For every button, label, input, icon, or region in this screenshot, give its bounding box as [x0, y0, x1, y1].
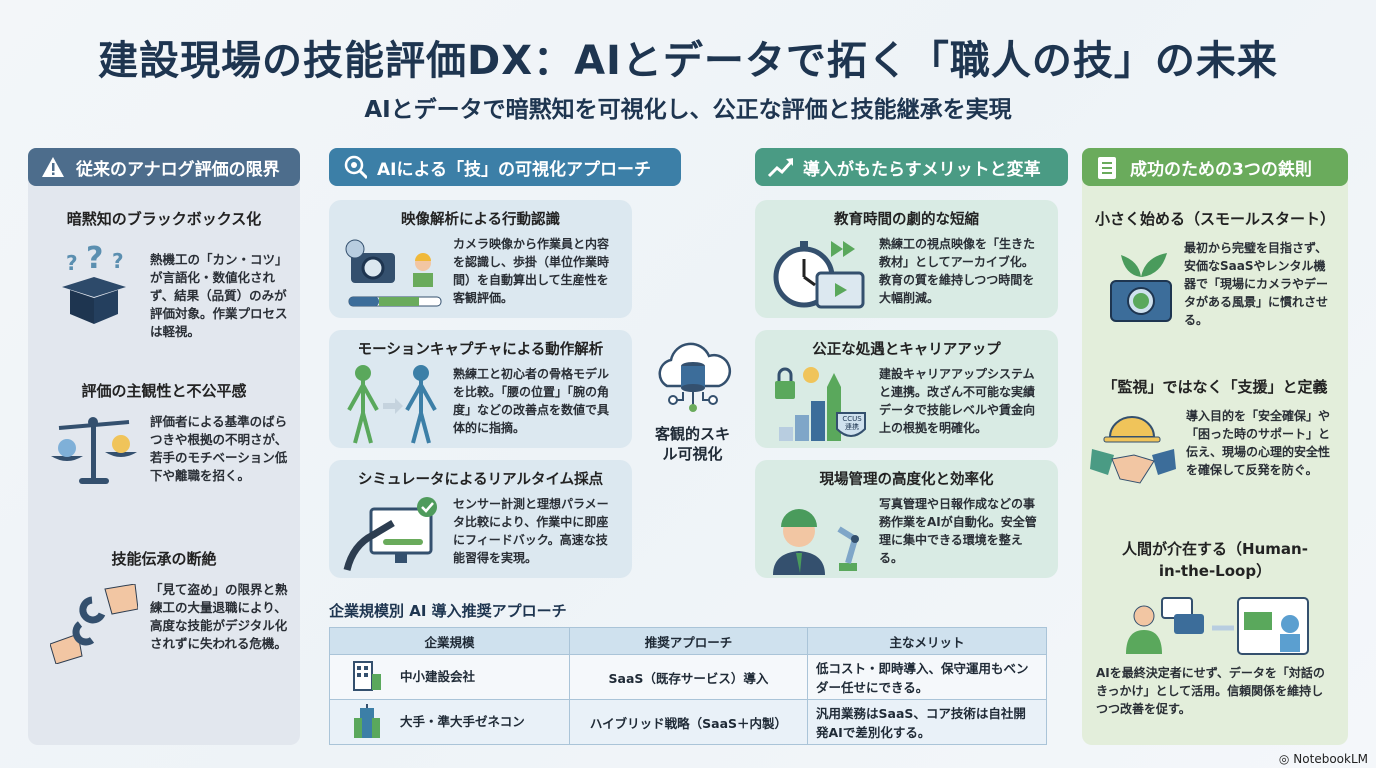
human-ai-dialog-icon [1082, 592, 1348, 664]
card-text: センサー計測と理想パラメータ比較により、作業中に即座にフィードバック。高速な技能… [453, 497, 609, 565]
col4-item: 人間が介在する（Human-in-the-Loop） AIを最終決定者にせず、デ… [1082, 538, 1348, 718]
magnifier-gear-icon [341, 154, 367, 180]
footer-brand: ◎ NotebookLM [1279, 752, 1368, 766]
col3-card: 公正な処遇とキャリアアップ CCUS 連携 建設キャリアアップシステムと連携。改… [755, 330, 1058, 448]
table-header: 企業規模 [329, 627, 570, 655]
table-row: 中小建設会社 SaaS（既存サービス）導入低コスト・即時導入、保守運用もベンダー任… [329, 654, 1047, 700]
item-text: 「見て盗め」の限界と熟練工の大量退職により、高度な技能がデジタル化されずに失われ… [150, 582, 288, 651]
notebooklm-logo-icon: ◎ [1278, 752, 1290, 766]
col3-card: 教育時間の劇的な短縮 熟練工の視点映像を「生きた教材」としてアーカイブ化。教育の… [755, 200, 1058, 318]
col3-card: 現場管理の高度化と効率化 写真管理や日報作成などの事務作業をAIが自動化。安全管… [755, 460, 1058, 578]
col1-header-label: 従来のアナログ評価の限界 [76, 159, 280, 180]
center-label: 客観的スキル可視化 [654, 425, 730, 463]
table-title: 企業規模別 AI 導入推奨アプローチ [329, 602, 567, 620]
table-row: 大手・準大手ゼネコン ハイブリッド戦略（SaaS＋内製）汎用業務はSaaS、コア技… [329, 699, 1047, 745]
card-text: 熟練工の視点映像を「生きた教材」としてアーカイブ化。教育の質を維持しつつ時間を大… [879, 237, 1036, 305]
card-title: 現場管理の高度化と効率化 [819, 472, 994, 488]
col4-header: 成功のための3つの鉄則 [1082, 148, 1348, 186]
item-text: 導入目的を「安全確保」や「困った時のサポート」と伝え、現場の心理的安全性を確保し… [1186, 409, 1331, 477]
camera-sprout-icon [1108, 239, 1174, 329]
welding-simulator-icon [343, 495, 443, 575]
small-building-icon [352, 660, 382, 695]
col1-item: 暗黙知のブラックボックス化 ??? 熱機工の「カン・コツ」が言語化・数値化されず… [28, 208, 300, 341]
col4-item: 「監視」ではなく「支援」と定義 導入目的を「安全確保」や「困った時のサポート」と… [1082, 376, 1348, 497]
company-size: 大手・準大手ゼネコン [400, 713, 525, 729]
tall-building-icon [352, 703, 382, 741]
scale-icon [48, 411, 140, 491]
table-header: 推奨アプローチ [569, 627, 808, 655]
skeleton-icon [343, 365, 443, 445]
page-title: 建設現場の技能評価DX：AIとデータで拓く「職人の技」の未来 [98, 38, 1278, 84]
card-title: 映像解析による行動認識 [400, 212, 561, 228]
cloud-database-icon [640, 340, 745, 424]
table-header: 主なメリット [807, 627, 1047, 655]
card-title: 公正な処遇とキャリアアップ [812, 342, 1001, 358]
recommended-approach: ハイブリッド戦略（SaaS＋内製） [569, 699, 808, 745]
warning-icon [40, 154, 66, 180]
item-text: AIを最終決定者にせず、データを「対話のきっかけ」として活用。信頼関係を維持しつ… [1096, 666, 1325, 716]
col2-card: 映像解析による行動認識 カメラ映像から作業員と内容を認識し、歩掛（単位作業時間）… [329, 200, 632, 318]
trend-up-icon [767, 154, 793, 180]
col2-header-label: AIによる「技」の可視化アプローチ [377, 159, 651, 180]
col2-card: モーションキャプチャによる動作解析 熟練工と初心者の骨格モデルを比較。「腰の位置… [329, 330, 632, 448]
item-title: 評価の主観性と不公平感 [81, 382, 247, 400]
card-text: 建設キャリアアップシステムと連携。改ざん不可能な実績データで技能レベルや賃金向上… [879, 367, 1036, 435]
camera-worker-icon [343, 235, 443, 310]
item-title: 技能伝承の断絶 [111, 550, 217, 568]
col4-header-label: 成功のための3つの鉄則 [1130, 159, 1312, 180]
recommended-approach: SaaS（既存サービス）導入 [569, 654, 808, 700]
card-text: カメラ映像から作業員と内容を認識し、歩掛（単位作業時間）を自動算出して生産性を客… [453, 237, 610, 305]
table-header-row: 企業規模推奨アプローチ主なメリット [329, 627, 1047, 655]
col2-card: シミュレータによるリアルタイム採点 センサー計測と理想パラメータ比較により、作業… [329, 460, 632, 578]
approach-table: 企業規模推奨アプローチ主なメリット 中小建設会社 SaaS（既存サービス）導入低コ… [329, 627, 1047, 745]
card-title: シミュレータによるリアルタイム採点 [357, 472, 604, 488]
svg-text:?: ? [86, 242, 103, 276]
ccus-badge: CCUS 連携 [842, 415, 862, 431]
stopwatch-video-icon [769, 235, 869, 315]
col2-header: AIによる「技」の可視化アプローチ [329, 148, 681, 186]
center-visualization: 客観的スキル可視化 [640, 340, 745, 464]
col4-item: 小さく始める（スモールスタート） 最初から完璧を目指さず、安価なSaaSやレンタ… [1082, 208, 1348, 329]
col4-items: 小さく始める（スモールスタート） 最初から完璧を目指さず、安価なSaaSやレンタ… [1082, 148, 1348, 745]
company-size: 中小建設会社 [400, 668, 476, 684]
card-text: 熟練工と初心者の骨格モデルを比較。「腰の位置」「腕の角度」などの改善点を数値で具… [453, 367, 610, 435]
col3-header: 導入がもたらすメリットと変革 [755, 148, 1068, 186]
page-subtitle: AIとデータで暗黙知を可視化し、公正な評価と技能継承を実現 [364, 97, 1012, 123]
item-title: 暗黙知のブラックボックス化 [66, 210, 262, 228]
svg-text:?: ? [112, 249, 124, 273]
item-title: 人間が介在する（Human-in-the-Loop） [1122, 540, 1308, 580]
item-title: 「監視」ではなく「支援」と定義 [1102, 378, 1328, 396]
item-text: 熱機工の「カン・コツ」が言語化・数値化されず、結果（品質）のみが評価対象。作業プ… [150, 252, 288, 339]
question-box-icon: ??? [48, 239, 140, 329]
checklist-icon [1094, 154, 1120, 180]
card-title: 教育時間の劇的な短縮 [834, 212, 979, 228]
handshake-helmet-icon [1090, 407, 1176, 497]
col1-item: 技能伝承の断絶 「見て盗め」の限界と熟練工の大量退職により、高度な技能がデジタル… [28, 548, 300, 669]
item-title: 小さく始める（スモールスタート） [1094, 210, 1335, 228]
item-text: 評価者による基準のばらつきや根拠の不明さが、若手のモチベーション低下や離職を招く… [150, 414, 288, 483]
broken-chain-hands-icon [48, 579, 140, 669]
ccus-chart-icon: CCUS 連携 [769, 365, 869, 445]
col1-items: 暗黙知のブラックボックス化 ??? 熱機工の「カン・コツ」が言語化・数値化されず… [28, 148, 300, 745]
col1-item: 評価の主観性と不公平感 評価者による基準のばらつきや根拠の不明さが、若手のモチベ… [28, 380, 300, 491]
brand-label: NotebookLM [1293, 752, 1368, 766]
manager-robot-arm-icon [769, 495, 869, 575]
main-merit: 低コスト・即時導入、保守運用もベンダー任せにできる。 [807, 654, 1047, 700]
main-merit: 汎用業務はSaaS、コア技術は自社開発AIで差別化する。 [807, 699, 1047, 745]
item-text: 最初から完璧を目指さず、安価なSaaSやレンタル機器で「現場にカメラやデータがあ… [1184, 241, 1329, 327]
col1-header: 従来のアナログ評価の限界 [28, 148, 300, 186]
card-title: モーションキャプチャによる動作解析 [357, 342, 604, 358]
col3-header-label: 導入がもたらすメリットと変革 [803, 159, 1041, 180]
svg-text:?: ? [66, 251, 78, 275]
card-text: 写真管理や日報作成などの事務作業をAIが自動化。安全管理に集中できる環境を整える… [879, 497, 1037, 565]
